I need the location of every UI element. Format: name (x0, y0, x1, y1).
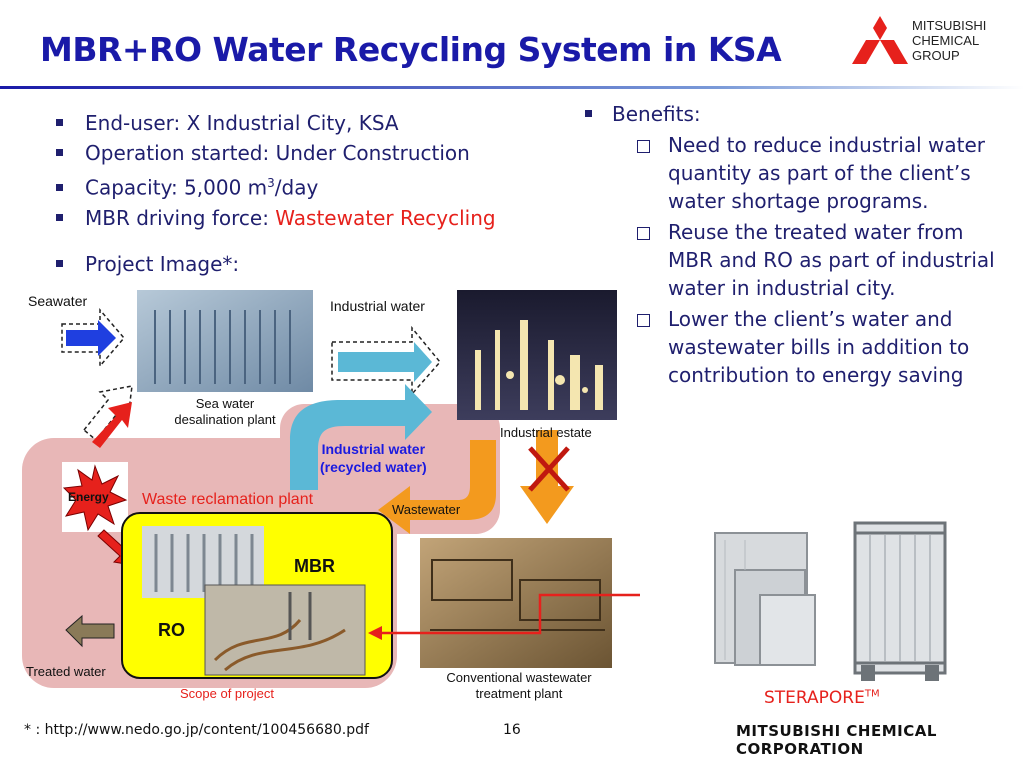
bullet-square-icon (56, 259, 63, 267)
bullet-operation: Operation started: Under Construction (56, 138, 496, 168)
benefit-item: Need to reduce industrial water quantity… (637, 131, 1024, 215)
bullet-square-icon (56, 213, 63, 221)
mbr-modules-icon (154, 534, 254, 592)
bullet-square-icon (56, 183, 63, 191)
industrial-estate-photo (457, 290, 617, 420)
ro-photo (204, 584, 366, 676)
seawater-label: Seawater (28, 293, 88, 309)
benefits-heading: Benefits: (585, 100, 1024, 128)
membrane-supply-line (380, 593, 640, 635)
membrane-module-rack-icon (853, 521, 947, 681)
waste-reclamation-label: Waste reclamation plant (142, 491, 314, 508)
conventional-wwtp-label: Conventional wastewater treatment plant (446, 670, 592, 701)
hollow-square-bullet-icon (637, 227, 650, 240)
page-number: 16 (503, 722, 521, 738)
logo-line-3: GROUP (912, 48, 960, 63)
benefits-list: Benefits: Need to reduce industrial wate… (585, 100, 1024, 389)
conventional-wwtp-photo (420, 538, 612, 668)
slide-title: MBR+RO Water Recycling System in KSA (40, 30, 782, 69)
desalination-membranes-icon (154, 310, 291, 384)
energy-label: Energy (68, 490, 109, 504)
source-footnote: * : http://www.nedo.go.jp/content/100456… (24, 722, 369, 738)
logo-line-2: CHEMICAL (912, 33, 980, 48)
treated-water-label: Treated water (26, 664, 106, 679)
hollow-square-bullet-icon (637, 314, 650, 327)
industrial-water-arrow-icon (331, 325, 441, 396)
title-underline (0, 86, 1024, 89)
bullet-capacity: Capacity: 5,000 m3/day (56, 168, 496, 203)
logo-line-1: MITSUBISHI (912, 18, 987, 33)
refinery-lights-icon (475, 320, 603, 410)
benefit-item: Lower the client’s water and wastewater … (637, 305, 1024, 389)
sterapore-product-name: STERAPORETM (764, 688, 880, 708)
bullet-square-icon (585, 110, 592, 117)
hollow-square-bullet-icon (637, 140, 650, 153)
recycled-water-arrow-icon (290, 384, 432, 490)
project-facts-list: End-user: X Industrial City, KSA Operati… (56, 108, 496, 279)
benefit-item: Reuse the treated water from MBR and RO … (637, 218, 1024, 302)
industrial-water-label: Industrial water (330, 298, 425, 314)
industrial-estate-label: Industrial estate (500, 425, 592, 440)
three-diamonds-logo-icon (852, 16, 908, 64)
energy-burst-icon (62, 462, 128, 532)
seawater-inlet-arrow-icon (61, 307, 125, 369)
recycled-water-label: Industrial water (recycled water) (320, 441, 427, 475)
desalination-plant-label: Sea water desalination plant (174, 396, 276, 427)
treated-water-arrow-icon (65, 614, 115, 648)
sterapore-modules-photo (714, 521, 947, 681)
treatment-tanks-icon (430, 559, 605, 631)
mbr-label: MBR (294, 556, 335, 576)
ro-pipes-icon (213, 592, 346, 672)
project-flow-diagram (22, 290, 640, 688)
bullet-square-icon (56, 149, 63, 156)
bullet-end-user: End-user: X Industrial City, KSA (56, 108, 496, 138)
bullet-square-icon (56, 119, 63, 126)
wastewater-return-arrow-icon (378, 440, 496, 534)
ro-label: RO (158, 620, 185, 640)
wastewater-label: Wastewater (392, 502, 461, 517)
flat-membrane-panels-icon (714, 532, 816, 666)
desalination-plant-photo (137, 290, 313, 392)
driving-force-value: Wastewater Recycling (275, 205, 496, 230)
bullet-project-image: Project Image*: (56, 249, 496, 279)
membrane-supply-arrowhead-icon (368, 626, 382, 640)
bullet-driving-force: MBR driving force: Wastewater Recycling (56, 203, 496, 233)
energy-to-desal-arrow-icon (82, 385, 133, 448)
corporation-name: MITSUBISHI CHEMICAL CORPORATION (736, 722, 937, 758)
company-logo-text: MITSUBISHI CHEMICAL GROUP (912, 18, 986, 63)
blocked-wastewater-arrow-icon (520, 430, 574, 524)
scope-of-project-label: Scope of project (180, 686, 274, 701)
